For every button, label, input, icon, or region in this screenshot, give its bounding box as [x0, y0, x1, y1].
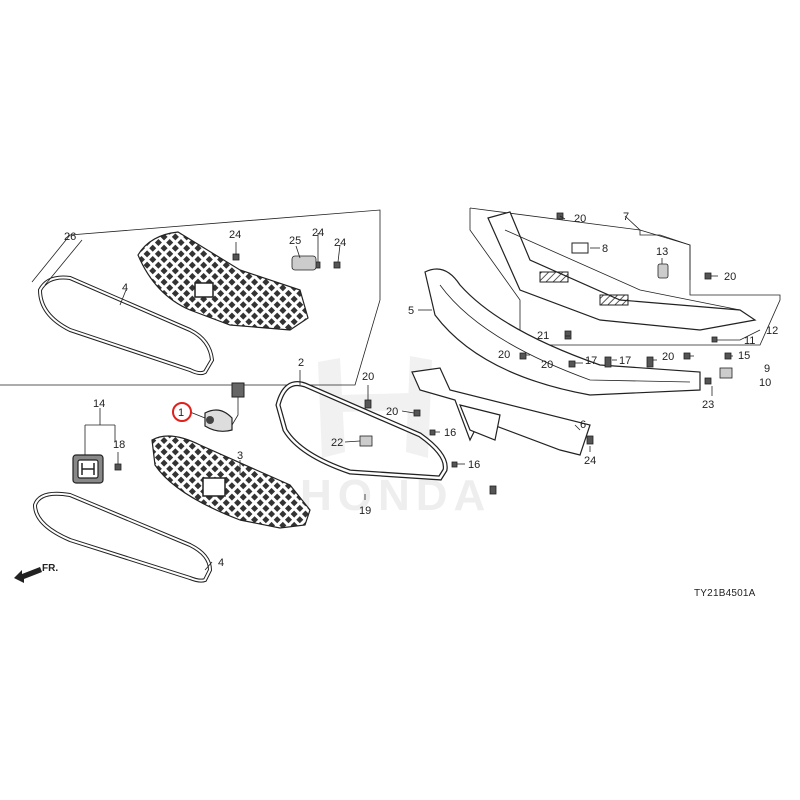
callout-12: 12 [766, 325, 778, 337]
front-direction-indicator: FR. [14, 563, 58, 583]
upper-grille-mesh [137, 231, 309, 331]
leader-lines [44, 215, 761, 571]
front-arrow-icon [14, 567, 42, 583]
lower-bumper-arm [459, 404, 501, 441]
callout-16a: 16 [444, 427, 456, 439]
callout-20f: 20 [541, 359, 553, 371]
callout-25: 25 [289, 235, 301, 247]
callout-20d: 20 [724, 271, 736, 283]
hardware [114, 212, 733, 495]
callout-16b: 16 [468, 459, 480, 471]
callout-18: 18 [113, 439, 125, 451]
front-label: FR. [42, 563, 58, 574]
callout-17a: 17 [585, 355, 597, 367]
callout-8: 8 [602, 243, 608, 255]
cover-vent-left [539, 271, 569, 283]
callouts: 1 2 3 4 4 5 6 7 8 9 10 11 12 13 14 15 16… [64, 211, 778, 569]
callout-21: 21 [537, 330, 549, 342]
callout-24d: 24 [584, 455, 596, 467]
callout-4-lower: 4 [218, 557, 224, 569]
lower-grille-mesh [151, 435, 311, 529]
callout-20e: 20 [498, 349, 510, 361]
callout-11: 11 [744, 335, 755, 347]
front-spoiler [424, 268, 701, 396]
cover-clip-8 [571, 242, 589, 254]
front-emblem [72, 454, 104, 484]
callout-1: 1 [178, 407, 184, 419]
callout-13: 13 [656, 246, 668, 258]
callout-20b: 20 [386, 406, 398, 418]
callout-26: 26 [64, 231, 76, 243]
callout-24a: 24 [229, 229, 241, 241]
callout-2: 2 [298, 357, 304, 369]
callout-24b: 24 [312, 227, 324, 239]
lower-frame-molding [32, 491, 213, 583]
callout-9: 9 [764, 363, 770, 375]
callout-20c: 20 [574, 213, 586, 225]
callout-20a: 20 [362, 371, 374, 383]
callout-23: 23 [702, 399, 714, 411]
upper-bumper-cover [487, 211, 757, 331]
lower-bumper-bracket [411, 367, 591, 456]
watermark-text: HONDA [300, 471, 491, 520]
cover-vent-right [599, 294, 629, 306]
callout-4-upper: 4 [122, 282, 128, 294]
callout-14: 14 [93, 398, 105, 410]
callout-20g: 20 [662, 351, 674, 363]
callout-22: 22 [331, 437, 343, 449]
callout-10: 10 [759, 377, 771, 389]
callout-5: 5 [408, 305, 414, 317]
diagram-code: TY21B4501A [694, 588, 756, 599]
subassembly-frame-12 [469, 207, 781, 346]
callout-3: 3 [237, 450, 243, 462]
upper-grille-emblem [194, 282, 214, 298]
highlight-ring [172, 402, 192, 422]
callout-19: 19 [359, 505, 371, 517]
honda-watermark: HONDA [300, 356, 491, 520]
callout-15: 15 [738, 350, 750, 362]
callout-17b: 17 [619, 355, 631, 367]
lower-grille-emblem [202, 477, 226, 497]
callout-7: 7 [623, 211, 629, 223]
callout-24c: 24 [334, 237, 346, 249]
camera-bracket-part-1 [204, 382, 245, 432]
callout-6: 6 [580, 419, 586, 431]
